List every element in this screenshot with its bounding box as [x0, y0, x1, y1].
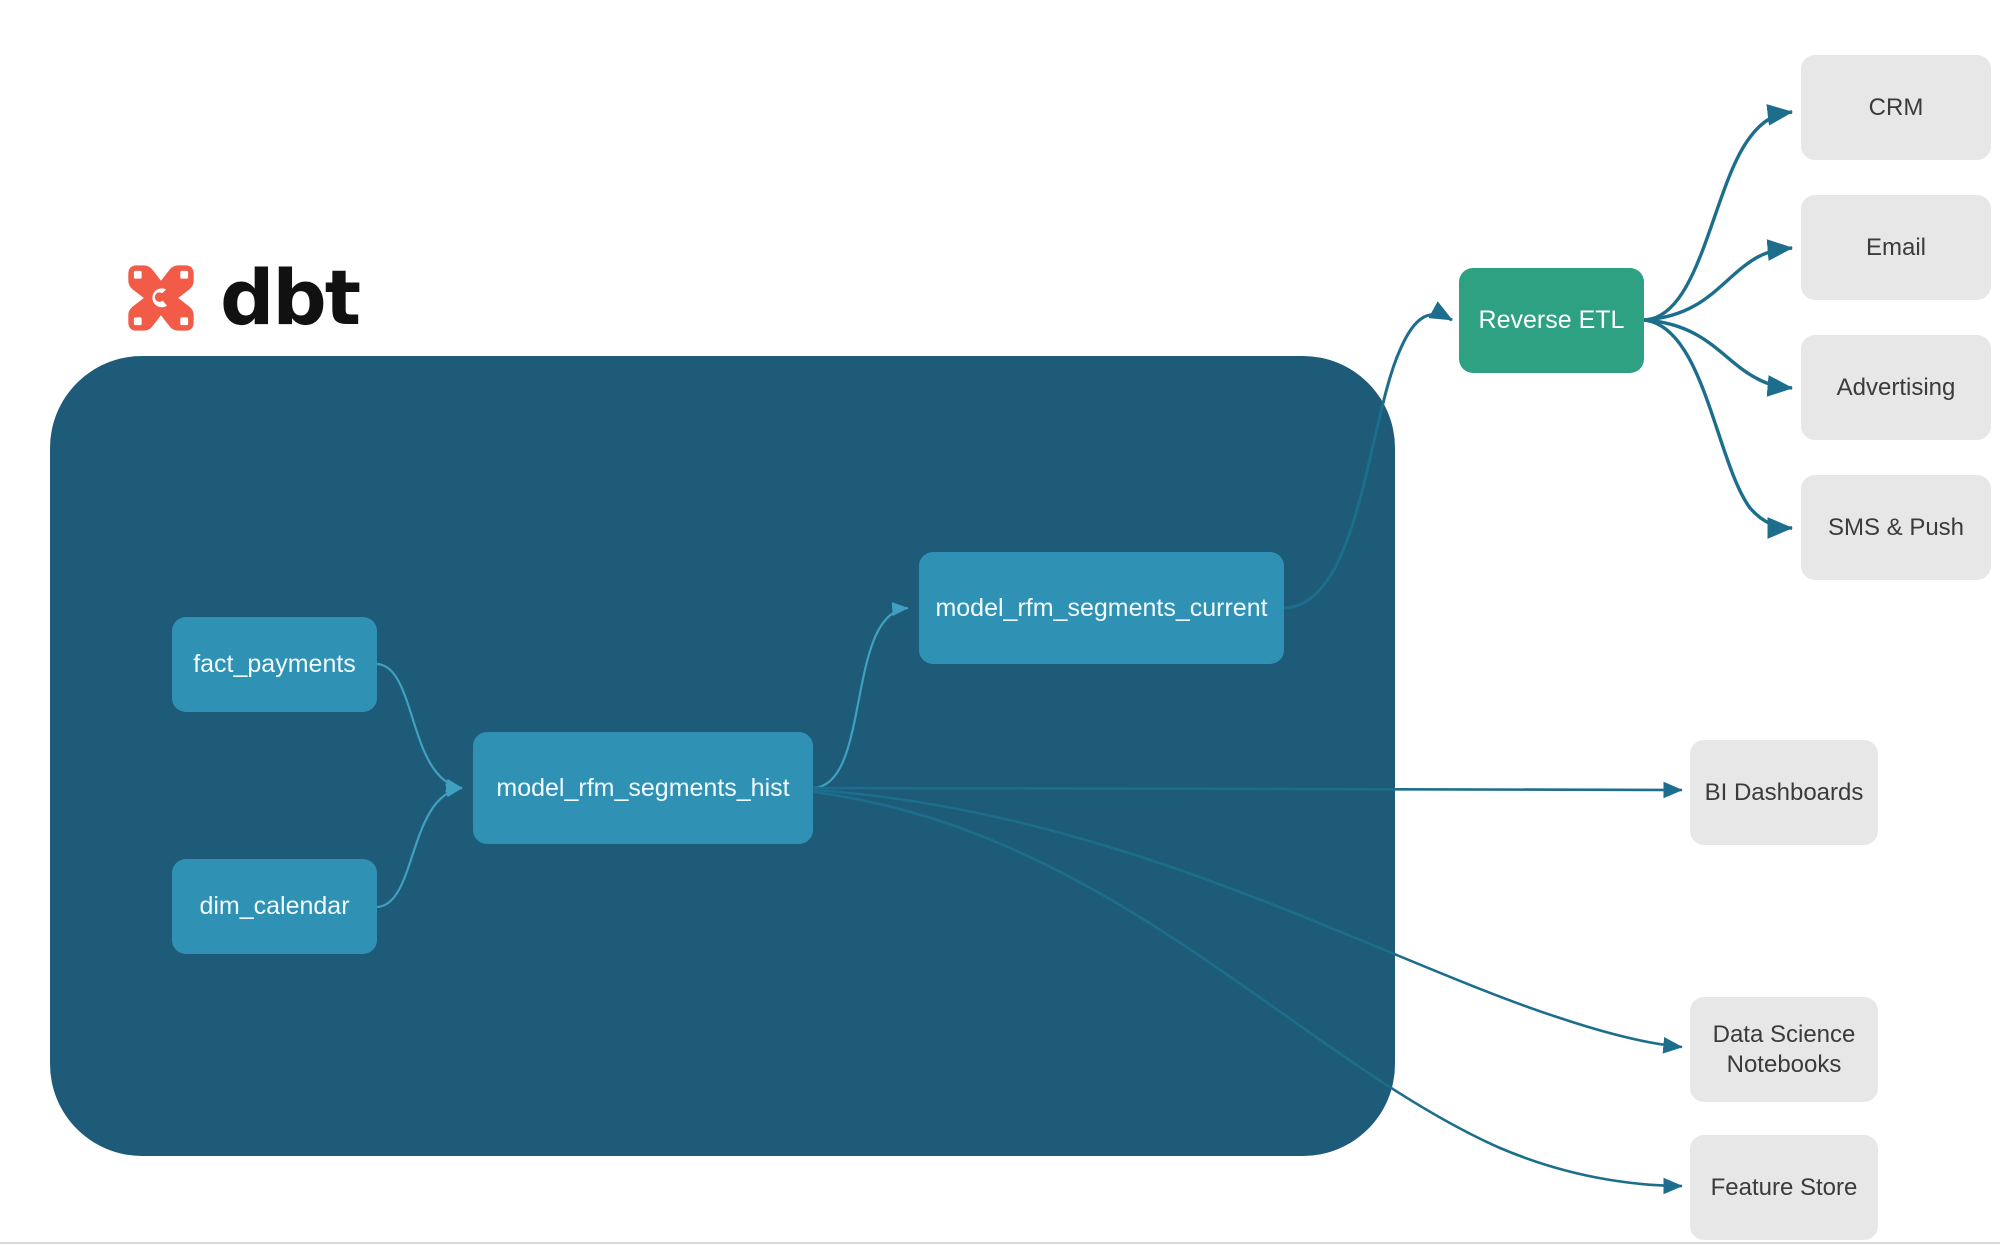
- edge-reverse-etl-to-advertising: [1643, 318, 1794, 397]
- consumer-node-feature-store[interactable]: Feature Store: [1690, 1135, 1878, 1240]
- edge-reverse-etl-to-crm: [1643, 104, 1794, 322]
- destination-node-crm[interactable]: CRM: [1801, 55, 1991, 160]
- edge-reverse-etl-to-email: [1643, 239, 1794, 322]
- bottom-divider: [0, 1242, 2000, 1244]
- model-node-dim-calendar[interactable]: dim_calendar: [172, 859, 377, 954]
- consumer-label-line-2: Notebooks: [1726, 1050, 1842, 1078]
- consumer-node-data-science-notebooks[interactable]: Data Science Notebooks: [1690, 997, 1878, 1102]
- model-node-model-rfm-segments-hist[interactable]: model_rfm_segments_hist: [473, 732, 813, 844]
- reverse-etl-node[interactable]: Reverse ETL: [1459, 268, 1644, 373]
- destination-node-email[interactable]: Email: [1801, 195, 1991, 300]
- model-node-model-rfm-segments-current[interactable]: model_rfm_segments_current: [919, 552, 1284, 664]
- edge-reverse-etl-to-sms-push: [1643, 318, 1794, 539]
- dbt-logo: dbt: [118, 253, 361, 342]
- consumer-label-line-1: Data Science: [1712, 1020, 1856, 1048]
- dbt-wordmark: dbt: [220, 253, 361, 342]
- model-node-fact-payments[interactable]: fact_payments: [172, 617, 377, 712]
- dbt-logo-icon: [128, 265, 194, 331]
- destination-node-sms-push[interactable]: SMS & Push: [1801, 475, 1991, 580]
- destination-node-advertising[interactable]: Advertising: [1801, 335, 1991, 440]
- consumer-node-bi-dashboards[interactable]: BI Dashboards: [1690, 740, 1878, 845]
